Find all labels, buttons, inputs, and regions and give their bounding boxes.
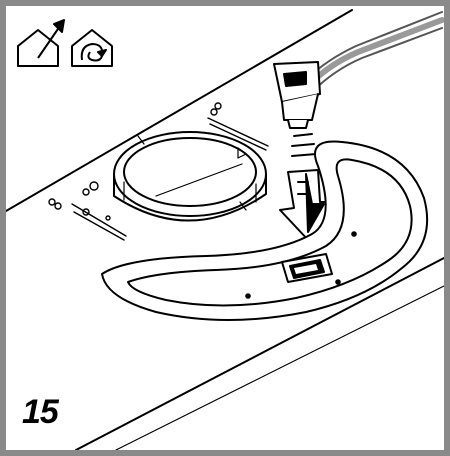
panel-front-inner-edge	[115, 285, 444, 450]
step-number: 15	[22, 393, 59, 431]
power-plug	[273, 61, 321, 129]
house-ducted-extraction-icon	[17, 19, 65, 67]
panel-top-edge	[6, 9, 353, 212]
duct-collar	[113, 131, 267, 222]
screw-cluster-left	[48, 181, 127, 241]
house-recirculation-icon	[71, 29, 113, 67]
assembly-illustration	[6, 9, 444, 450]
insertion-arrow	[279, 133, 337, 243]
panel-front-edge	[75, 257, 444, 450]
screw-cluster-top	[207, 102, 269, 151]
cable-cover-gasket	[101, 140, 429, 321]
